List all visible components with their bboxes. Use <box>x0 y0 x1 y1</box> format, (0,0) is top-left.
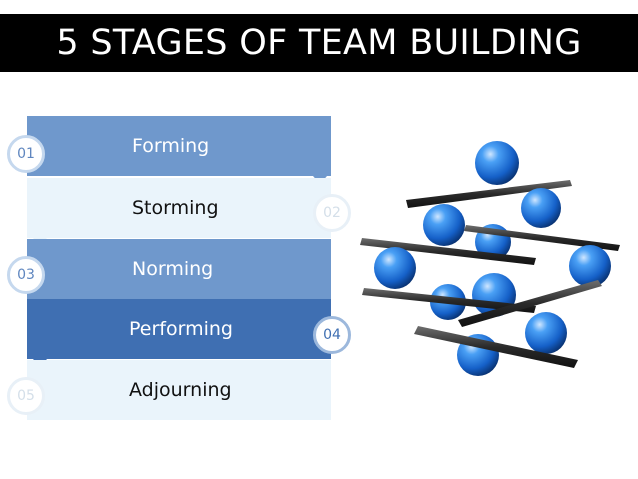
title-bar: 5 STAGES OF TEAM BUILDING <box>0 14 638 72</box>
stage-adjourning: Adjourning <box>27 360 331 420</box>
stage-label-adjourning: Adjourning <box>129 379 232 401</box>
stage-storming: Storming <box>27 178 331 246</box>
plate <box>414 326 578 368</box>
stage-number-01: 01 <box>7 135 45 173</box>
stage-label-forming: Forming <box>132 135 210 157</box>
stage-number-04: 04 <box>313 316 351 354</box>
sphere <box>374 247 416 289</box>
stage-number-02: 02 <box>313 194 351 232</box>
plate <box>458 280 602 327</box>
stage-number-03: 03 <box>7 256 45 294</box>
page-title: 5 STAGES OF TEAM BUILDING <box>56 23 582 63</box>
sphere <box>423 204 465 246</box>
stage-number-05: 05 <box>7 377 45 415</box>
stage-label-performing: Performing <box>129 318 233 340</box>
sphere <box>569 245 611 287</box>
stage-label-norming: Norming <box>132 258 214 280</box>
stage-performing: Performing <box>27 299 331 367</box>
plate <box>464 225 620 251</box>
plate <box>406 180 572 208</box>
stage-norming: Norming <box>27 239 331 307</box>
sphere <box>525 312 567 354</box>
stage-label-storming: Storming <box>132 197 219 219</box>
sphere <box>521 188 561 228</box>
sphere <box>475 141 519 185</box>
stage-forming: Forming <box>27 116 331 184</box>
plate <box>362 288 536 313</box>
balanced-spheres-icon <box>360 141 620 376</box>
plate <box>360 238 536 265</box>
